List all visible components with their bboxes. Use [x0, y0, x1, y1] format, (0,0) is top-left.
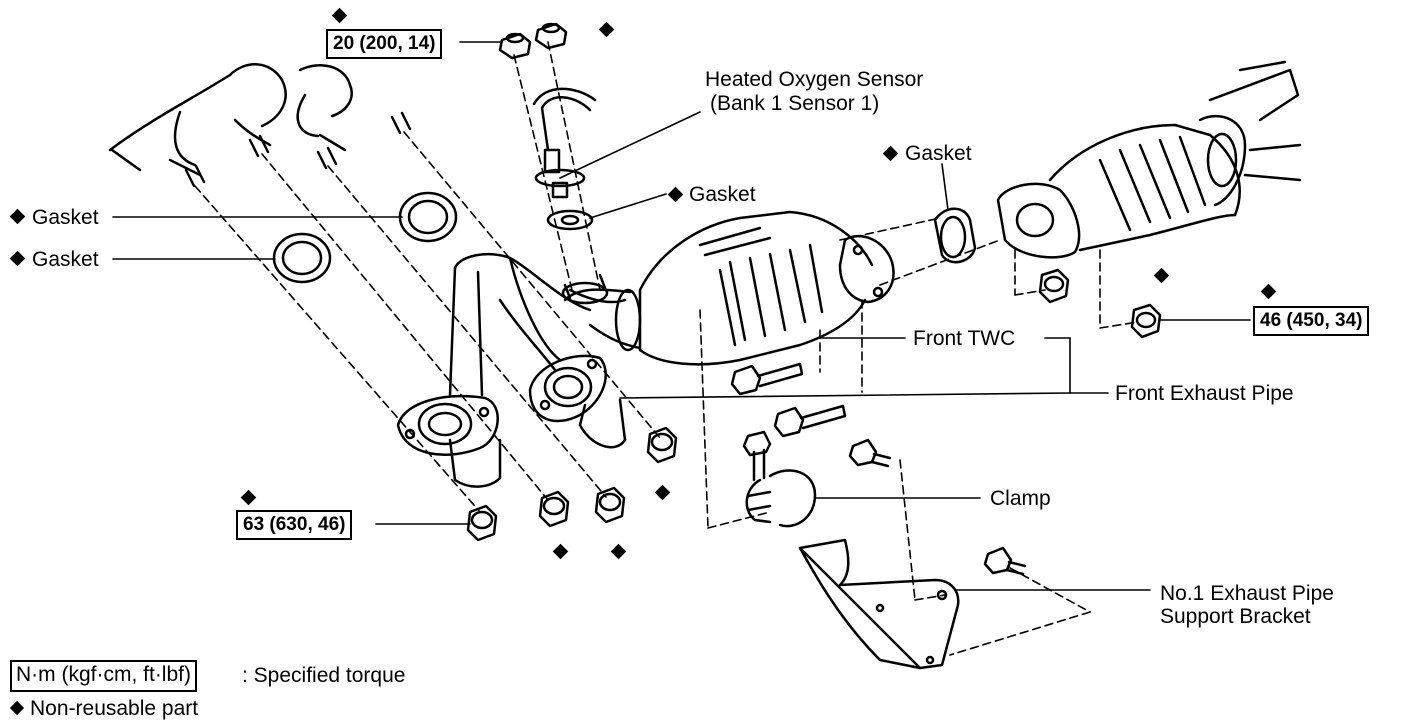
label-gasket-left-upper: Gasket: [32, 206, 99, 229]
legend-non-reusable-text: Non-reusable part: [30, 697, 199, 720]
gasket-left-upper: [398, 191, 458, 243]
label-clamp: Clamp: [990, 487, 1051, 510]
manifold-studs: [184, 111, 412, 188]
heated-oxygen-sensor: [532, 87, 597, 231]
label-front-exhaust-pipe: Front Exhaust Pipe: [1115, 382, 1294, 405]
legend-non-reusable: Non-reusable part: [9, 697, 199, 720]
label-support-bracket-line1: No.1 Exhaust Pipe: [1160, 582, 1334, 605]
legend-torque-desc: : Specified torque: [242, 664, 406, 687]
label-gasket-right: Gasket: [905, 142, 972, 165]
label-front-twc: Front TWC: [913, 327, 1016, 350]
twc-nut-lower: [1130, 303, 1162, 339]
diamond-icon: [9, 700, 25, 716]
label-support-bracket-line2: Support Bracket: [1160, 605, 1311, 628]
bracket-bolt-lower: [983, 546, 1027, 576]
label-heated-oxygen-sensor: Heated Oxygen Sensor: [705, 68, 924, 91]
label-gasket-left-lower: Gasket: [32, 248, 99, 271]
gasket-right: [933, 207, 977, 264]
exhaust-pipe-support-bracket: [798, 538, 960, 670]
front-twc: [638, 210, 895, 366]
manifold-nut-a: [466, 504, 498, 542]
front-exhaust-pipe: [396, 252, 642, 488]
torque-box-twc-nuts: 46 (450, 34): [1253, 306, 1370, 336]
exhaust-clamp: [745, 469, 817, 528]
manifold-nut-c: [594, 486, 626, 524]
label-gasket-o2: Gasket: [689, 183, 756, 206]
sensor-nut-right: [534, 22, 568, 50]
clamp-bolt: [742, 430, 772, 482]
label-bank1-sensor1: (Bank 1 Sensor 1): [710, 92, 880, 115]
torque-box-sensor-nuts: 20 (200, 14): [326, 29, 443, 59]
twc-bolt-upper: [730, 362, 804, 396]
torque-box-manifold-nuts: 63 (630, 46): [236, 510, 353, 540]
bracket-bolt-upper: [848, 438, 892, 468]
rear-converter: [996, 60, 1302, 259]
twc-nut-upper: [1038, 268, 1070, 304]
sensor-nut-left: [498, 32, 532, 60]
leader-lines: [112, 41, 1251, 591]
twc-bolt-lower: [773, 404, 847, 438]
engine-block-outline: [108, 63, 353, 177]
manifold-nut-b: [538, 490, 570, 528]
legend-torque-unit-box: N·m (kgf·cm, ft·lbf): [10, 660, 197, 692]
gasket-left-lower: [272, 232, 332, 284]
manifold-nut-d: [646, 426, 678, 464]
